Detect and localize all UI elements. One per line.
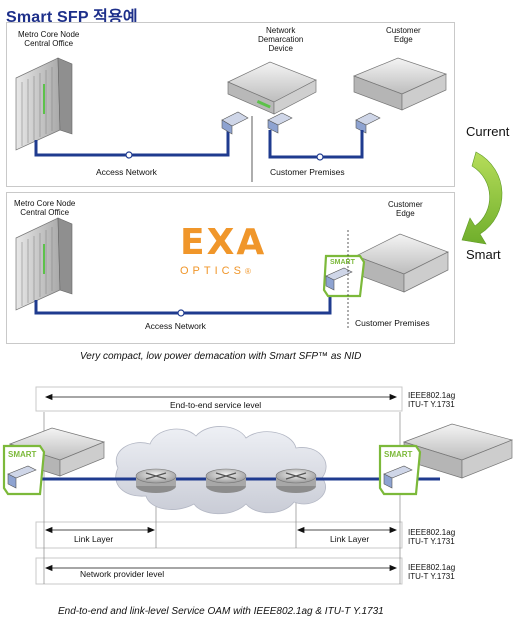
metro-core-node-label-bottom: Metro Core Node Central Office bbox=[14, 199, 76, 217]
smart-sfp-left bbox=[2, 444, 46, 496]
sfp-module-left bbox=[221, 111, 249, 135]
nid-label: Network Demarcation Device bbox=[258, 26, 304, 53]
customer-edge-label-bottom: Customer Edge bbox=[388, 200, 423, 218]
std-line2: ITU-T Y.1731 bbox=[408, 537, 455, 546]
exa-logo-main: EXA bbox=[180, 222, 267, 263]
customer-premises-label-top: Customer Premises bbox=[270, 167, 345, 177]
std-line1: IEEE802.1ag bbox=[408, 528, 456, 537]
metro-rack-bottom bbox=[15, 217, 73, 311]
current-scenario-panel bbox=[6, 22, 455, 187]
smart-sfp-right bbox=[378, 444, 422, 496]
link-layer-label-left: Link Layer bbox=[74, 534, 114, 544]
smart-tag-right: SMART bbox=[384, 450, 413, 459]
nid-device bbox=[227, 61, 317, 115]
customer-edge-top bbox=[353, 57, 447, 111]
metro-rack-top bbox=[15, 57, 73, 151]
smart-tag-bottom: SMART bbox=[330, 259, 355, 266]
current-label: Current bbox=[466, 124, 510, 139]
exa-logo-optics: OPTICS bbox=[180, 265, 245, 277]
e2e-level-box bbox=[35, 386, 403, 412]
link-layer-box bbox=[35, 521, 403, 549]
e2e-service-level-label: End-to-end service level bbox=[170, 400, 262, 410]
network-provider-level-label: Network provider level bbox=[80, 569, 165, 579]
std-line2: ITU-T Y.1731 bbox=[408, 572, 455, 581]
customer-edge-bottom bbox=[355, 233, 449, 293]
metro-core-node-label-top: Metro Core Node Central Office bbox=[18, 30, 80, 48]
customer-edge-label-top: Customer Edge bbox=[386, 26, 421, 44]
link-layer-label-right: Link Layer bbox=[330, 534, 370, 544]
page-title: Smart SFP 적용예 bbox=[6, 9, 138, 26]
registered-mark: ® bbox=[244, 267, 251, 276]
access-network-link-bottom bbox=[34, 292, 332, 315]
provider-level-box bbox=[35, 557, 403, 585]
std-line2: ITU-T Y.1731 bbox=[408, 400, 455, 409]
router-3 bbox=[275, 468, 317, 493]
access-network-label-bottom: Access Network bbox=[145, 321, 206, 331]
caption-smart-sfp-nid: Very compact, low power demacation with … bbox=[80, 351, 362, 362]
level-arrows bbox=[44, 393, 398, 572]
current-to-smart-arrow bbox=[461, 151, 503, 245]
customer-premises-label-bottom: Customer Premises bbox=[355, 318, 430, 328]
sfp-module-right bbox=[355, 112, 381, 134]
smart-tag-left: SMART bbox=[8, 450, 37, 459]
std-line1: IEEE802.1ag bbox=[408, 563, 456, 572]
std-line1: IEEE802.1ag bbox=[408, 391, 456, 400]
sfp-module-mid bbox=[267, 112, 293, 134]
caption-oam: End-to-end and link-level Service OAM wi… bbox=[58, 606, 384, 617]
router-1 bbox=[135, 468, 177, 493]
access-network-label-top: Access Network bbox=[96, 167, 157, 177]
smart-label: Smart bbox=[466, 247, 501, 262]
exa-logo-sub: OPTICS® bbox=[180, 265, 251, 277]
smart-sfp-bottom bbox=[322, 254, 366, 298]
customer-link-top bbox=[268, 130, 364, 159]
router-2 bbox=[205, 468, 247, 493]
